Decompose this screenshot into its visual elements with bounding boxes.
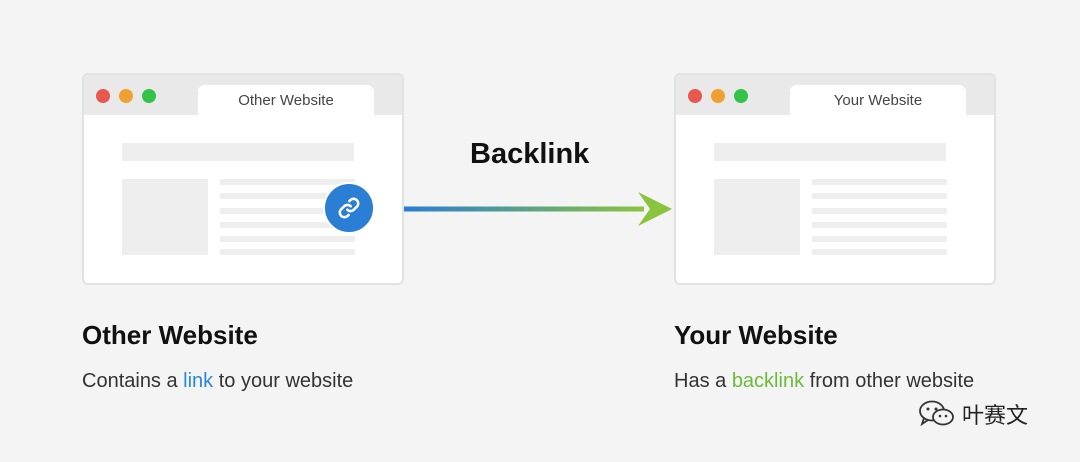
your-website-title: Your Website [674,320,838,350]
placeholder-line [812,222,947,228]
placeholder-line [220,179,355,185]
maximize-dot [142,89,156,103]
description-text: Has a [674,370,732,392]
description-text: from other website [804,370,975,392]
chain-link-icon [338,197,360,219]
link-highlight: link [183,370,214,392]
placeholder-line [220,208,355,214]
your-website-browser: Your Website [674,73,996,285]
placeholder-line [812,249,947,255]
close-dot [688,89,702,103]
minimize-dot [711,89,725,103]
wechat-icon [919,400,954,427]
other-website-description: Contains a link to your website [82,370,353,393]
maximize-dot [734,89,748,103]
watermark: 叶赛文 [918,398,1028,430]
placeholder-line [812,179,947,185]
placeholder-line [812,236,947,242]
other-website-browser: Other Website [82,73,404,285]
placeholder-line [220,222,355,228]
backlink-highlight: backlink [731,370,805,392]
link-badge [323,182,375,234]
placeholder-image [122,179,208,255]
placeholder-image [714,179,800,255]
placeholder-line [220,249,355,255]
backlink-arrow [404,192,672,226]
placeholder-heading [122,143,354,161]
browser-tab: Other Website [198,85,374,117]
placeholder-heading [714,143,946,161]
other-website-title: Other Website [82,320,258,350]
backlink-label: Backlink [470,138,590,170]
placeholder-line [812,208,947,214]
placeholder-line [220,236,355,242]
close-dot [96,89,110,103]
browser-tab: Your Website [790,85,966,117]
placeholder-line [812,193,947,199]
description-text: to your website [213,370,354,392]
your-website-description: Has a backlink from other website [674,370,974,393]
watermark-text: 叶赛文 [962,403,1029,428]
minimize-dot [119,89,133,103]
placeholder-line [220,193,355,199]
description-text: Contains a [82,370,184,392]
